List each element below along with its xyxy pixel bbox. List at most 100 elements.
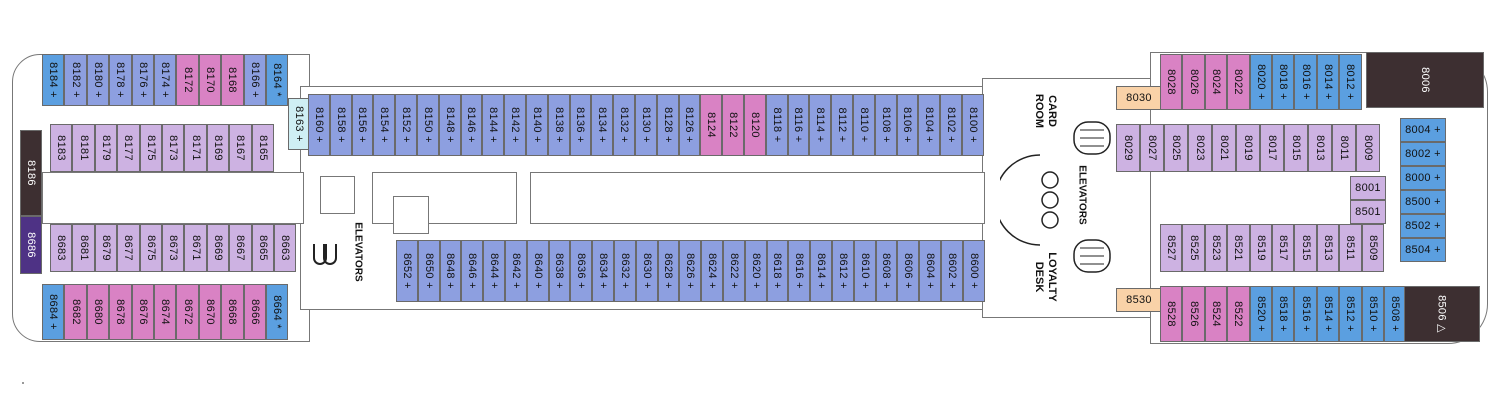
cabin-8506[interactable]: 8506 △ xyxy=(1404,286,1480,342)
cabin-8652[interactable]: 8652 + xyxy=(396,240,418,302)
cabin-8679[interactable]: 8679 xyxy=(94,224,118,272)
cabin-8114[interactable]: 8114 + xyxy=(809,94,832,156)
cabin-8626[interactable]: 8626 + xyxy=(679,240,702,302)
cabin-8018[interactable]: 8018 + xyxy=(1272,54,1295,110)
cabin-8502[interactable]: 8502 + xyxy=(1400,214,1446,238)
cabin-8634[interactable]: 8634 + xyxy=(592,240,614,302)
cabin-8122[interactable]: 8122 xyxy=(722,94,744,156)
cabin-8663[interactable]: 8663 xyxy=(274,224,297,272)
cabin-8015[interactable]: 8015 xyxy=(1284,124,1308,172)
cabin-8167[interactable]: 8167 xyxy=(229,124,252,172)
cabin-8112[interactable]: 8112 + xyxy=(831,94,853,156)
cabin-8636[interactable]: 8636 + xyxy=(570,240,593,302)
cabin-8017[interactable]: 8017 xyxy=(1260,124,1284,172)
cabin-8100[interactable]: 8100 + xyxy=(962,94,984,156)
cabin-8525[interactable]: 8525 xyxy=(1182,224,1205,272)
cabin-8021[interactable]: 8021 xyxy=(1212,124,1236,172)
cabin-8670[interactable]: 8670 xyxy=(198,284,222,340)
cabin-8169[interactable]: 8169 xyxy=(206,124,230,172)
cabin-8182[interactable]: 8182 + xyxy=(64,54,87,106)
cabin-8030[interactable]: 8030 xyxy=(1116,86,1162,110)
cabin-8110[interactable]: 8110 + xyxy=(853,94,875,156)
cabin-8009[interactable]: 8009 xyxy=(1356,124,1380,172)
cabin-8027[interactable]: 8027 xyxy=(1140,124,1164,172)
cabin-8176[interactable]: 8176 + xyxy=(131,54,154,106)
cabin-8002[interactable]: 8002 + xyxy=(1400,142,1446,166)
cabin-8013[interactable]: 8013 xyxy=(1308,124,1332,172)
cabin-8165[interactable]: 8165 xyxy=(251,124,274,172)
cabin-8624[interactable]: 8624 + xyxy=(701,240,723,302)
cabin-8513[interactable]: 8513 xyxy=(1316,224,1340,272)
cabin-8148[interactable]: 8148 + xyxy=(438,94,461,156)
cabin-8665[interactable]: 8665 xyxy=(251,224,274,272)
cabin-8184[interactable]: 8184 + xyxy=(42,54,65,106)
cabin-8124[interactable]: 8124 xyxy=(700,94,723,156)
cabin-8526[interactable]: 8526 xyxy=(1182,286,1205,342)
cabin-8128[interactable]: 8128 + xyxy=(656,94,679,156)
cabin-8138[interactable]: 8138 + xyxy=(547,94,570,156)
cabin-8001[interactable]: 8001 xyxy=(1350,176,1386,200)
cabin-8604[interactable]: 8604 + xyxy=(919,240,941,302)
cabin-8174[interactable]: 8174 + xyxy=(154,54,177,106)
cabin-8671[interactable]: 8671 xyxy=(184,224,207,272)
cabin-8678[interactable]: 8678 xyxy=(109,284,132,340)
cabin-8677[interactable]: 8677 xyxy=(117,224,140,272)
cabin-8521[interactable]: 8521 xyxy=(1227,224,1250,272)
cabin-8528[interactable]: 8528 xyxy=(1160,286,1183,342)
cabin-8118[interactable]: 8118 + xyxy=(765,94,788,156)
cabin-8134[interactable]: 8134 + xyxy=(591,94,614,156)
cabin-8509[interactable]: 8509 xyxy=(1361,224,1384,272)
cabin-8668[interactable]: 8668 xyxy=(221,284,244,340)
cabin-8120[interactable]: 8120 xyxy=(744,94,766,156)
cabin-8512[interactable]: 8512 + xyxy=(1339,286,1362,342)
cabin-8179[interactable]: 8179 xyxy=(94,124,118,172)
cabin-8683[interactable]: 8683 xyxy=(50,224,73,272)
cabin-8181[interactable]: 8181 xyxy=(72,124,95,172)
cabin-8606[interactable]: 8606 + xyxy=(897,240,920,302)
cabin-8020[interactable]: 8020 + xyxy=(1249,54,1272,110)
cabin-8517[interactable]: 8517 xyxy=(1272,224,1295,272)
cabin-8632[interactable]: 8632 + xyxy=(614,240,636,302)
cabin-8673[interactable]: 8673 xyxy=(162,224,185,272)
cabin-8666[interactable]: 8666 xyxy=(243,284,266,340)
cabin-8000[interactable]: 8000 + xyxy=(1400,166,1446,190)
cabin-8183[interactable]: 8183 xyxy=(50,124,73,172)
cabin-8640[interactable]: 8640 + xyxy=(526,240,549,302)
cabin-8523[interactable]: 8523 xyxy=(1204,224,1228,272)
cabin-8680[interactable]: 8680 xyxy=(86,284,110,340)
cabin-8108[interactable]: 8108 + xyxy=(874,94,897,156)
cabin-8674[interactable]: 8674 xyxy=(154,284,177,340)
cabin-8104[interactable]: 8104 + xyxy=(918,94,941,156)
cabin-8515[interactable]: 8515 xyxy=(1294,224,1317,272)
cabin-8682[interactable]: 8682 xyxy=(64,284,87,340)
cabin-8178[interactable]: 8178 + xyxy=(109,54,132,106)
cabin-8023[interactable]: 8023 xyxy=(1188,124,1212,172)
cabin-8022[interactable]: 8022 xyxy=(1227,54,1250,110)
cabin-8501[interactable]: 8501 xyxy=(1350,200,1386,224)
cabin-8144[interactable]: 8144 + xyxy=(482,94,505,156)
cabin-8504[interactable]: 8504 + xyxy=(1400,238,1446,262)
cabin-8672[interactable]: 8672 xyxy=(176,284,199,340)
cabin-8140[interactable]: 8140 + xyxy=(526,94,548,156)
cabin-8514[interactable]: 8514 + xyxy=(1316,286,1340,342)
cabin-8524[interactable]: 8524 xyxy=(1204,286,1228,342)
cabin-8614[interactable]: 8614 + xyxy=(810,240,832,302)
cabin-8012[interactable]: 8012 + xyxy=(1339,54,1362,110)
cabin-8530[interactable]: 8530 xyxy=(1116,288,1162,312)
cabin-8669[interactable]: 8669 xyxy=(206,224,230,272)
cabin-8136[interactable]: 8136 + xyxy=(569,94,592,156)
cabin-8510[interactable]: 8510 + xyxy=(1361,286,1384,342)
cabin-8675[interactable]: 8675 xyxy=(139,224,162,272)
cabin-8106[interactable]: 8106 + xyxy=(896,94,919,156)
cabin-8172[interactable]: 8172 xyxy=(176,54,199,106)
cabin-8026[interactable]: 8026 xyxy=(1182,54,1205,110)
cabin-8166[interactable]: 8166 + xyxy=(243,54,266,106)
cabin-8168[interactable]: 8168 xyxy=(221,54,244,106)
cabin-8527[interactable]: 8527 xyxy=(1160,224,1183,272)
cabin-8630[interactable]: 8630 + xyxy=(635,240,658,302)
cabin-8170[interactable]: 8170 xyxy=(198,54,222,106)
cabin-8600[interactable]: 8600 + xyxy=(962,240,985,302)
cabin-8028[interactable]: 8028 xyxy=(1160,54,1183,110)
cabin-8520[interactable]: 8520 + xyxy=(1249,286,1272,342)
cabin-8006[interactable]: 8006 xyxy=(1366,52,1484,108)
